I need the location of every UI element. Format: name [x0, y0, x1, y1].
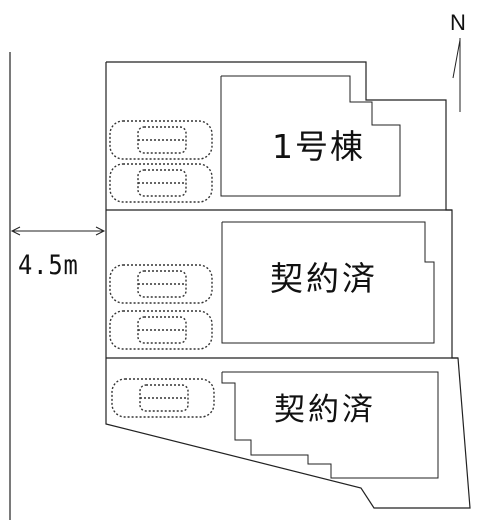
dimension-arrow-left — [10, 226, 21, 236]
lot-1-label: 1号棟 — [272, 127, 365, 166]
north-label: N — [450, 10, 466, 35]
car-icon — [109, 310, 213, 350]
dimension-arrow-right — [95, 226, 106, 236]
road-width-label: 4.5m — [18, 250, 79, 281]
north-arrow-head — [452, 39, 461, 90]
lot-3-label: 契約済 — [274, 392, 376, 428]
building-2-footprint — [221, 221, 435, 344]
lot-2-label: 契約済 — [270, 259, 378, 298]
car-icon — [109, 264, 213, 304]
building-3-footprint — [221, 371, 439, 479]
car-icon — [109, 163, 213, 203]
building-1-footprint — [220, 75, 401, 197]
car-icon — [111, 378, 215, 418]
car-icon — [109, 120, 213, 160]
